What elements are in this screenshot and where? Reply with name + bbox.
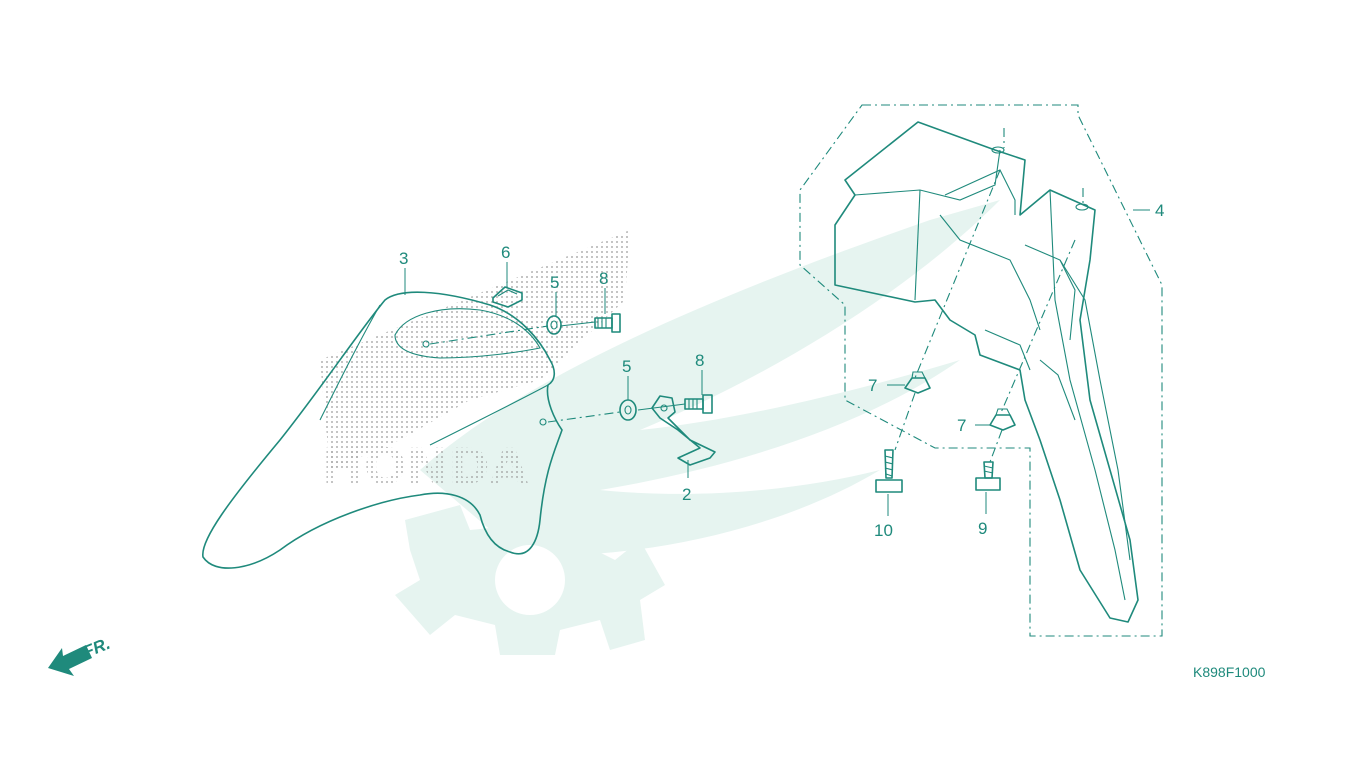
fastener-set-right — [875, 169, 1076, 493]
callout-7-right: 7 — [957, 416, 966, 435]
callout-8-upper: 8 — [599, 269, 608, 288]
bolt-upper — [594, 313, 621, 333]
callout-3: 3 — [399, 249, 408, 268]
watermark-text: HONDA — [322, 438, 529, 496]
callout-2: 2 — [682, 485, 691, 504]
callout-6: 6 — [501, 243, 510, 262]
callout-7-left: 7 — [868, 376, 877, 395]
callout-10: 10 — [874, 521, 893, 540]
collar-upper — [546, 315, 562, 335]
callout-leaders — [404, 209, 1150, 516]
bolt-lower — [684, 394, 713, 414]
honda-watermark: HONDA — [320, 200, 1000, 655]
watermark-dots — [320, 230, 630, 470]
callout-5-lower: 5 — [622, 357, 631, 376]
front-direction-indicator: FR. — [48, 634, 113, 676]
callout-4: 4 — [1155, 201, 1164, 220]
bracket-stay — [651, 395, 716, 466]
callout-9: 9 — [978, 519, 987, 538]
screw-9 — [975, 461, 1001, 491]
fastener-set-upper — [429, 286, 621, 345]
fastener-set-lower — [547, 394, 716, 466]
drawing-code: K898F1000 — [1193, 664, 1266, 680]
grommet-left — [904, 371, 931, 394]
callout-8-lower: 8 — [695, 351, 704, 370]
callout-5-upper: 5 — [550, 273, 559, 292]
inner-fender — [834, 121, 1139, 623]
group-outline — [799, 104, 1163, 637]
front-direction-label: FR. — [80, 634, 113, 662]
screw-10 — [875, 449, 903, 493]
front-arrow-icon — [48, 645, 92, 676]
clip-nut — [492, 286, 523, 308]
callout-labels: 3 6 5 8 5 8 2 4 7 7 10 9 — [399, 201, 1164, 540]
grommet-right — [989, 408, 1016, 431]
